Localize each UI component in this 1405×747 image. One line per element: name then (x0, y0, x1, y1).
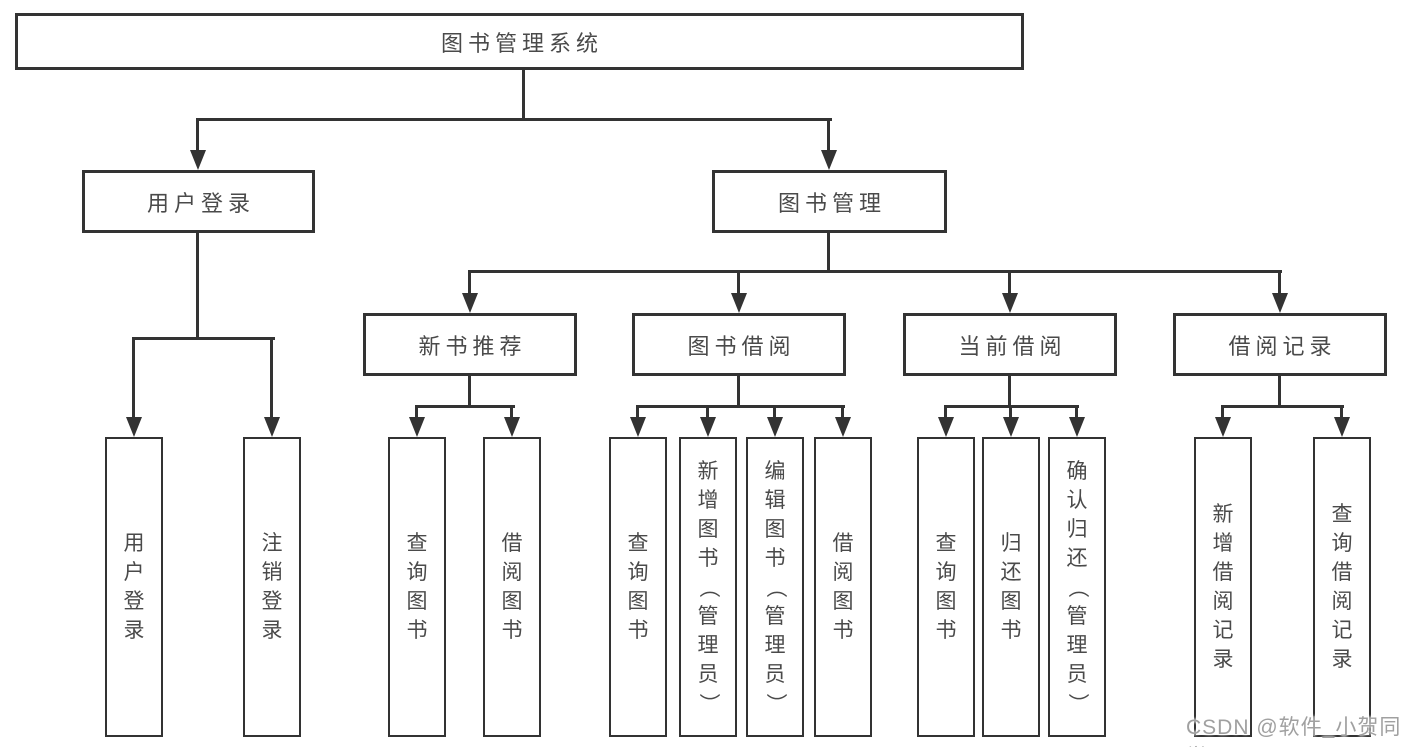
connector-group3-leaf2 (1009, 408, 1012, 418)
connector-group4-leaf2 (1340, 408, 1343, 418)
leaf-logout: 注销登录 (243, 437, 301, 737)
connector-drop-current-borrow (1008, 273, 1011, 294)
connector-user-branch-drop (196, 233, 199, 340)
connector-root-drop (522, 70, 525, 119)
leaf-edit-book-admin: 编辑图书（管理员） (746, 437, 804, 737)
node-new-book-recommend: 新书推荐 (363, 313, 577, 376)
leaf-borrow-book-recommend: 借阅图书 (483, 437, 541, 737)
watermark: CSDN @软件_小贺同学 (1186, 716, 1402, 747)
connector-group2-leaf3 (773, 408, 776, 418)
connector-group3-drop (1008, 376, 1011, 408)
connector-group1-leaf2 (510, 408, 513, 418)
leaf-borrow-book: 借阅图书 (814, 437, 872, 737)
arrowhead-borrow-records (1272, 293, 1288, 313)
arrowhead-group1-leaf2 (504, 417, 520, 437)
arrowhead-leaf-user-login (126, 417, 142, 437)
leaf-query-book-recommend: 查询图书 (388, 437, 446, 737)
node-root: 图书管理系统 (15, 13, 1024, 70)
connector-group4-leaf1 (1221, 408, 1224, 418)
leaf-return-book: 归还图书 (982, 437, 1040, 737)
connector-group3-leaf3 (1075, 408, 1078, 418)
arrowhead-new-book (462, 293, 478, 313)
connector-group4-bus (1221, 405, 1344, 408)
connector-level3-bus (468, 270, 1282, 273)
connector-group1-bus (415, 405, 515, 408)
connector-group1-leaf1 (415, 408, 418, 418)
connector-drop-book-management (827, 121, 830, 151)
arrowhead-group2-leaf4 (835, 417, 851, 437)
connector-book-branch-drop (827, 233, 830, 273)
connector-group4-drop (1278, 376, 1281, 408)
arrowhead-leaf-logout (264, 417, 280, 437)
leaf-add-borrow-record: 新增借阅记录 (1194, 437, 1252, 737)
leaf-query-borrow-record: 查询借阅记录 (1313, 437, 1371, 737)
connector-drop-book-borrow (737, 273, 740, 294)
node-user-login: 用户登录 (82, 170, 315, 233)
leaf-confirm-return-admin: 确认归还（管理员） (1048, 437, 1106, 737)
arrowhead-user-login (190, 150, 206, 170)
node-book-borrow: 图书借阅 (632, 313, 846, 376)
connector-group1-drop (468, 376, 471, 408)
arrowhead-current-borrow (1002, 293, 1018, 313)
connector-user-branch-bus (132, 337, 275, 340)
arrowhead-group2-leaf3 (767, 417, 783, 437)
arrowhead-group1-leaf1 (409, 417, 425, 437)
node-borrow-records: 借阅记录 (1173, 313, 1387, 376)
connector-level2-bus (196, 118, 832, 121)
connector-group2-leaf1 (636, 408, 639, 418)
connector-drop-user-login (196, 121, 199, 151)
leaf-user-login: 用户登录 (105, 437, 163, 737)
connector-group2-bus (636, 405, 845, 408)
node-book-management: 图书管理 (712, 170, 947, 233)
connector-group2-leaf2 (706, 408, 709, 418)
connector-drop-leaf-user-login (132, 340, 135, 419)
arrowhead-book-management (821, 150, 837, 170)
leaf-add-book-admin: 新增图书（管理员） (679, 437, 737, 737)
arrowhead-group4-leaf2 (1334, 417, 1350, 437)
node-current-borrow: 当前借阅 (903, 313, 1117, 376)
connector-group2-leaf4 (841, 408, 844, 418)
leaf-query-book-borrow: 查询图书 (609, 437, 667, 737)
connector-drop-borrow-records (1278, 273, 1281, 294)
connector-group3-bus (944, 405, 1079, 408)
arrowhead-group4-leaf1 (1215, 417, 1231, 437)
connector-group2-drop (737, 376, 740, 408)
arrowhead-group2-leaf1 (630, 417, 646, 437)
connector-drop-new-book (468, 273, 471, 294)
arrowhead-group3-leaf1 (938, 417, 954, 437)
arrowhead-group3-leaf3 (1069, 417, 1085, 437)
arrowhead-group2-leaf2 (700, 417, 716, 437)
arrowhead-book-borrow (731, 293, 747, 313)
leaf-query-book-current: 查询图书 (917, 437, 975, 737)
connector-drop-leaf-logout (270, 340, 273, 419)
arrowhead-group3-leaf2 (1003, 417, 1019, 437)
connector-group3-leaf1 (944, 408, 947, 418)
